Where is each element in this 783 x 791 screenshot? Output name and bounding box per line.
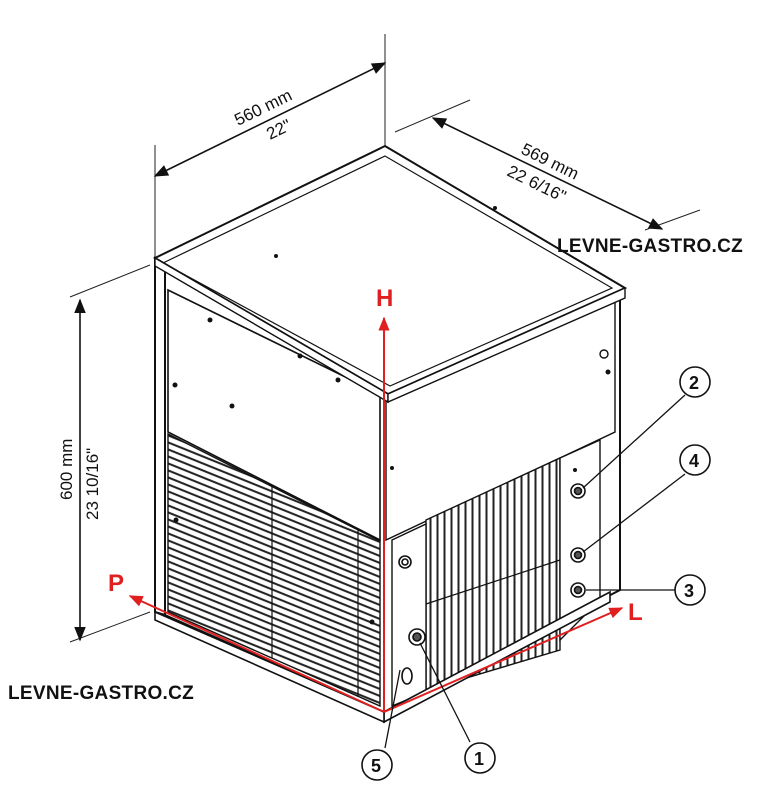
connectors (398, 483, 586, 685)
machine-body (152, 144, 628, 724)
axis-label-h: H (376, 285, 393, 312)
callout-leaders (384, 394, 686, 749)
axis-label-l: L (628, 599, 643, 626)
left-grill (167, 432, 381, 708)
right-axis (383, 607, 624, 713)
width-dimension-line (153, 62, 387, 177)
height-in-label: 23 10/16" (83, 448, 102, 520)
axis-lines (128, 316, 624, 713)
watermark-bottom-left: LEVNE-GASTRO.CZ (8, 683, 195, 704)
left-axis (128, 595, 385, 713)
axis-label-p: P (108, 570, 124, 597)
callout-5: 5 (371, 756, 381, 776)
callout-4: 4 (689, 451, 699, 471)
height-mm-label: 600 mm (57, 439, 76, 500)
callout-1: 1 (474, 749, 484, 769)
dimension-lines (74, 62, 664, 642)
left-upper-panel (167, 288, 381, 542)
callout-3: 3 (684, 581, 694, 601)
watermark-top-right: LEVNE-GASTRO.CZ (557, 236, 744, 257)
callout-circles (361, 366, 711, 781)
depth-dimension-line (431, 117, 664, 230)
callout-2: 2 (689, 373, 699, 393)
screws (172, 206, 611, 625)
